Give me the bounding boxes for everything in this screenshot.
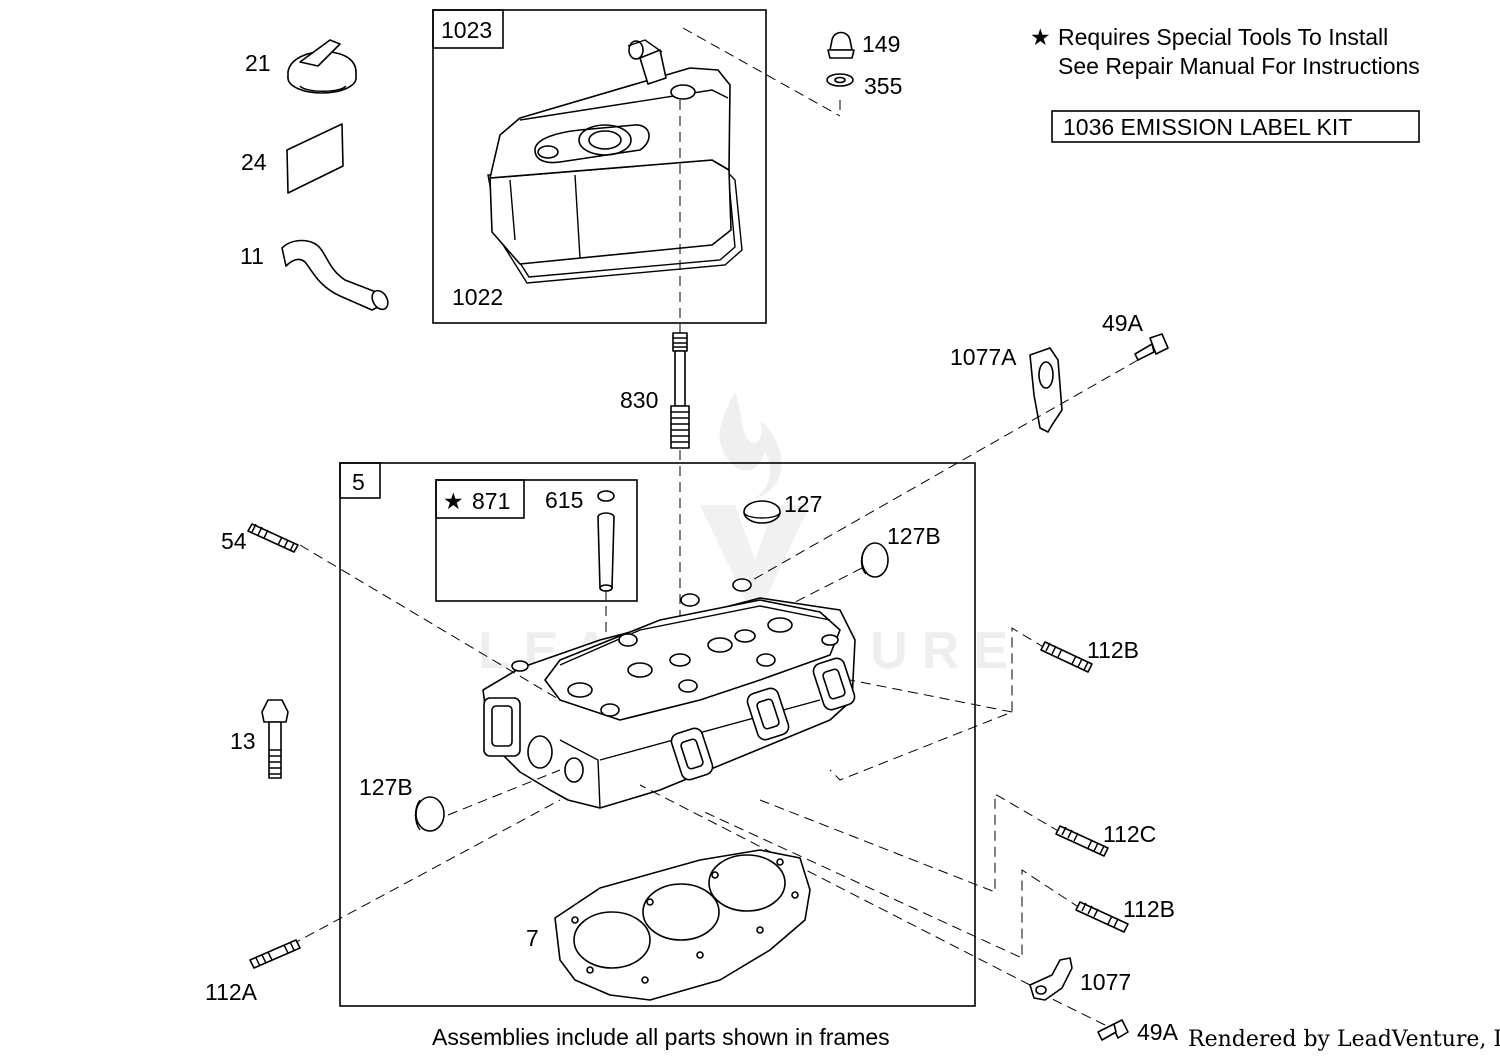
- stud-112a-icon: [249, 939, 301, 969]
- frame-label-5: 5: [352, 469, 365, 495]
- head-gasket-icon: [554, 849, 811, 1001]
- stud-54-icon: [247, 523, 299, 553]
- bolt-13-icon: [261, 699, 289, 779]
- label-sticker-icon: [286, 123, 344, 194]
- label-13: 13: [230, 728, 256, 754]
- special-tools-line-2: See Repair Manual For Instructions: [1058, 53, 1420, 79]
- label-615: 615: [545, 487, 583, 513]
- rendered-by-credit: Rendered by LeadVenture, Inc.: [1188, 1027, 1500, 1052]
- label-49a-bottom: 49A: [1137, 1019, 1179, 1045]
- label-21: 21: [245, 50, 271, 76]
- stud-830-icon: [670, 332, 690, 449]
- cylinder-head-icon: [482, 578, 856, 809]
- stud-112c-icon: [1055, 825, 1109, 857]
- stud-112b-top-icon: [1040, 641, 1093, 673]
- oil-fill-cap-icon: [287, 39, 357, 94]
- star-icon: ★: [1030, 24, 1051, 50]
- plug-127b-left-icon: [414, 796, 445, 832]
- special-tools-note: ★ Requires Special Tools To Install See …: [1030, 24, 1420, 79]
- breather-hose-icon: [281, 239, 389, 311]
- watermark-flame-icon: [719, 392, 782, 500]
- bolt-49a-bottom-icon: [1097, 1019, 1129, 1041]
- special-tools-line-1: Requires Special Tools To Install: [1058, 24, 1388, 50]
- bolt-49a-top-icon: [1134, 333, 1169, 361]
- label-49a-top: 49A: [1102, 310, 1144, 336]
- watermark-v-icon: [700, 505, 810, 600]
- cap-nut-icon: [827, 31, 855, 59]
- label-7: 7: [526, 925, 539, 951]
- plug-127b-top-icon: [860, 542, 889, 578]
- label-127b-top: 127B: [887, 523, 941, 549]
- label-1077a: 1077A: [950, 344, 1017, 370]
- label-54: 54: [221, 528, 247, 554]
- label-1077: 1077: [1080, 969, 1131, 995]
- washer-icon: [826, 73, 854, 87]
- bracket-1077-icon: [1029, 957, 1073, 1001]
- frame-valve-cover: 1023: [432, 9, 767, 324]
- label-355: 355: [864, 73, 902, 99]
- emission-label-kit-text: 1036 EMISSION LABEL KIT: [1063, 114, 1352, 140]
- label-112b-top: 112B: [1087, 637, 1139, 663]
- label-112a: 112A: [205, 979, 258, 1005]
- frame-label-1023: 1023: [441, 17, 492, 43]
- emission-label-kit-box: 1036 EMISSION LABEL KIT: [1051, 110, 1420, 143]
- frame-valve-guide: ★ 871: [435, 479, 638, 602]
- label-127: 127: [784, 491, 822, 517]
- frame-label-871: 871: [472, 488, 510, 514]
- label-830: 830: [620, 387, 658, 413]
- label-24: 24: [241, 149, 267, 175]
- assemblies-note: Assemblies include all parts shown in fr…: [432, 1024, 890, 1050]
- label-112c: 112C: [1103, 821, 1156, 847]
- star-icon-871: ★: [443, 488, 464, 514]
- plug-127-icon: [743, 500, 781, 524]
- label-11: 11: [240, 243, 264, 269]
- label-149: 149: [862, 31, 900, 57]
- label-1022: 1022: [452, 284, 503, 310]
- frame-cylinder-head: 5: [339, 462, 976, 1007]
- label-127b-left: 127B: [359, 774, 413, 800]
- label-112b-low: 112B: [1123, 896, 1175, 922]
- stud-112b-low-icon: [1075, 901, 1129, 933]
- valve-cover-icon: [489, 39, 732, 265]
- valve-seal-icon: [597, 490, 615, 502]
- valve-guide-icon: [597, 512, 615, 592]
- lifting-bracket-1077a-icon: [1029, 347, 1063, 433]
